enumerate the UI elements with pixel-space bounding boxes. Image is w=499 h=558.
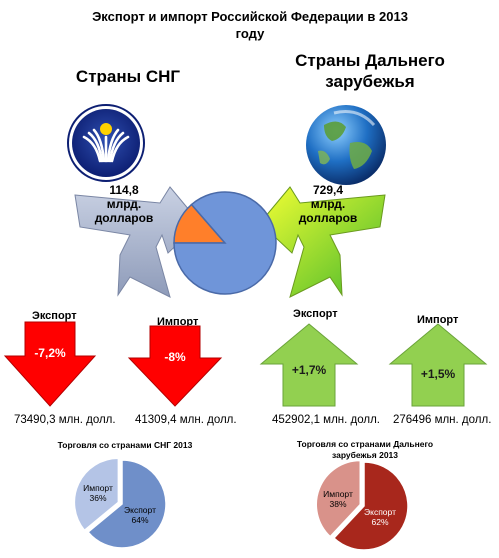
cis-emblem-icon (67, 104, 145, 182)
cis-pie-import-percent: 36% (89, 493, 107, 503)
far-pie-import-label: Импорт 38% (318, 489, 358, 509)
cis-export-change: -7,2% (34, 346, 66, 360)
far-pie-import-percent: 38% (329, 499, 347, 509)
far-export-value: 452902,1 млн. долл. (272, 414, 380, 426)
far-trade-pie (315, 459, 409, 551)
far-total-amount: 729,4 млрд. долларов (298, 183, 358, 225)
far-pie-export-percent: 62% (371, 517, 389, 527)
cis-import-value: 41309,4 млн. долл. (135, 414, 237, 426)
far-pie-import-name: Импорт (323, 489, 353, 499)
cis-pie-import-name: Импорт (83, 483, 113, 493)
cis-export-down-arrow (3, 321, 97, 407)
total-trade-pie (173, 191, 277, 295)
cis-pie-import-label: Импорт 36% (78, 483, 118, 503)
far-export-up-arrow (259, 323, 359, 407)
far-flow-arrow (259, 186, 386, 298)
cis-export-value: 73490,3 млн. долл. (14, 414, 116, 426)
far-export-change: +1,7% (291, 363, 327, 377)
pie-slice-far-import (315, 459, 362, 538)
pie-slice-far-export (332, 461, 409, 551)
far-import-value: 276496 млн. долл. (393, 414, 492, 426)
globe-icon (306, 105, 386, 185)
cis-export-label: Экспорт (32, 310, 77, 322)
cis-pie-export-name: Экспорт (124, 505, 156, 515)
far-pie-export-name: Экспорт (364, 507, 396, 517)
cis-import-change: -8% (164, 350, 186, 364)
far-export-label: Экспорт (293, 308, 338, 320)
far-import-up-arrow (388, 323, 488, 407)
cis-import-down-arrow (127, 325, 223, 407)
pie-slice-cis-import (73, 457, 120, 532)
far-import-label: Импорт (417, 314, 459, 326)
cis-heading: Страны СНГ (75, 67, 181, 86)
cis-import-label: Импорт (157, 316, 199, 328)
cis-trade-pie (73, 457, 167, 549)
far-abroad-heading: Страны Дальнего зарубежья (295, 51, 445, 91)
far-pie-export-label: Экспорт 62% (360, 507, 400, 527)
far-import-change: +1,5% (420, 367, 456, 381)
cis-pie-export-label: Экспорт 64% (120, 505, 160, 525)
pie-slice-cis-export (87, 459, 167, 549)
far-pie-title: Торговля со странами Дальнего зарубежья … (296, 439, 434, 460)
cis-pie-export-percent: 64% (131, 515, 149, 525)
cis-total-amount: 114,8 млрд. долларов (94, 183, 154, 225)
cis-pie-title: Торговля со странами СНГ 2013 (57, 440, 193, 450)
pie-slice-far-abroad (173, 191, 277, 295)
page-title: Экспорт и импорт Российской Федерации в … (92, 9, 408, 41)
cis-flow-arrow (74, 186, 201, 298)
